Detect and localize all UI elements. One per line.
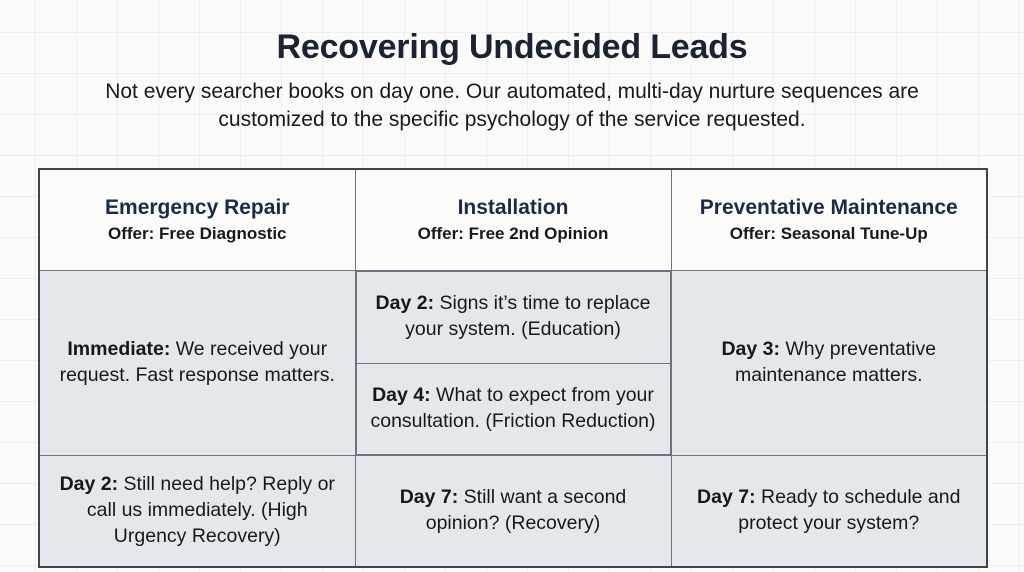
table-row: Day 4: What to expect from your consulta… (355, 362, 671, 455)
cell-body-text: Why preventative maintenance matters. (734, 338, 937, 386)
column-offer-label: Offer: Free Diagnostic (107, 224, 287, 244)
cell-text: Day 7: Ready to schedule and protect you… (686, 485, 973, 537)
cell-text: Day 2: Signs it’s time to replace your s… (357, 291, 670, 343)
cell-text: Day 3: Why preventative maintenance matt… (686, 337, 973, 389)
cell-step-label: Day 4: (372, 383, 431, 406)
column-heading-label: Emergency Repair (105, 195, 290, 219)
column-header-preventative-maintenance: Preventative Maintenance Offer: Seasonal… (670, 168, 988, 271)
cell-body-text: What to expect from your consultation. (… (370, 383, 656, 432)
installation-subrows: Day 2: Signs it’s time to replace your s… (355, 271, 671, 455)
table-row: Day 2: Still need help? Reply or call us… (38, 455, 988, 568)
cell-text: Day 7: Still want a second opinion? (Rec… (370, 485, 657, 537)
table-row: Immediate: We received your request. Fas… (38, 270, 988, 456)
header-block: Recovering Undecided Leads Not every sea… (0, 0, 1024, 134)
column-heading-label: Installation (457, 195, 569, 219)
cell-body-text: We received your request. Fast response … (59, 338, 335, 386)
cell-preventative-maintenance-day7: Day 7: Ready to schedule and protect you… (670, 455, 988, 568)
nurture-sequence-table: Emergency Repair Offer: Free Diagnostic … (38, 168, 988, 568)
cell-emergency-repair-immediate: Immediate: We received your request. Fas… (38, 270, 356, 456)
cell-installation-day4: Day 4: What to expect from your consulta… (355, 362, 671, 455)
cell-text: Day 2: Still need help? Reply or call us… (54, 472, 341, 550)
cell-step-label: Day 2: (375, 292, 435, 315)
cell-text: Day 4: What to expect from your consulta… (357, 383, 670, 435)
column-header-installation: Installation Offer: Free 2nd Opinion (354, 168, 672, 271)
column-header-emergency-repair: Emergency Repair Offer: Free Diagnostic (38, 168, 356, 271)
cell-installation-day2: Day 2: Signs it’s time to replace your s… (355, 271, 671, 364)
cell-preventative-maintenance-day3: Day 3: Why preventative maintenance matt… (670, 270, 988, 456)
table-header-row: Emergency Repair Offer: Free Diagnostic … (38, 168, 988, 271)
cell-body-text: Still want a second opinion? (Recovery) (425, 486, 627, 534)
column-offer-label: Offer: Seasonal Tune-Up (729, 224, 928, 244)
page-title: Recovering Undecided Leads (276, 28, 748, 66)
cell-installation-split: Day 2: Signs it’s time to replace your s… (354, 270, 672, 456)
cell-step-label: Immediate: (67, 338, 171, 361)
cell-installation-day7: Day 7: Still want a second opinion? (Rec… (354, 455, 672, 568)
cell-step-label: Day 7: (399, 486, 459, 509)
cell-body-text: Ready to schedule and protect your syste… (738, 486, 961, 534)
cell-body-text: Signs it’s time to replace your system. … (405, 292, 651, 341)
table-row: Day 2: Signs it’s time to replace your s… (355, 271, 671, 364)
cell-text: Immediate: We received your request. Fas… (54, 337, 341, 389)
cell-body-text: Still need help? Reply or call us immedi… (86, 473, 335, 547)
cell-emergency-repair-day2: Day 2: Still need help? Reply or call us… (38, 455, 356, 568)
page-subtitle: Not every searcher books on day one. Our… (105, 80, 919, 131)
cell-step-label: Day 2: (59, 473, 119, 496)
column-heading-label: Preventative Maintenance (699, 195, 958, 219)
cell-step-label: Day 3: (721, 338, 780, 361)
column-offer-label: Offer: Free 2nd Opinion (417, 224, 609, 244)
cell-step-label: Day 7: (697, 486, 756, 509)
